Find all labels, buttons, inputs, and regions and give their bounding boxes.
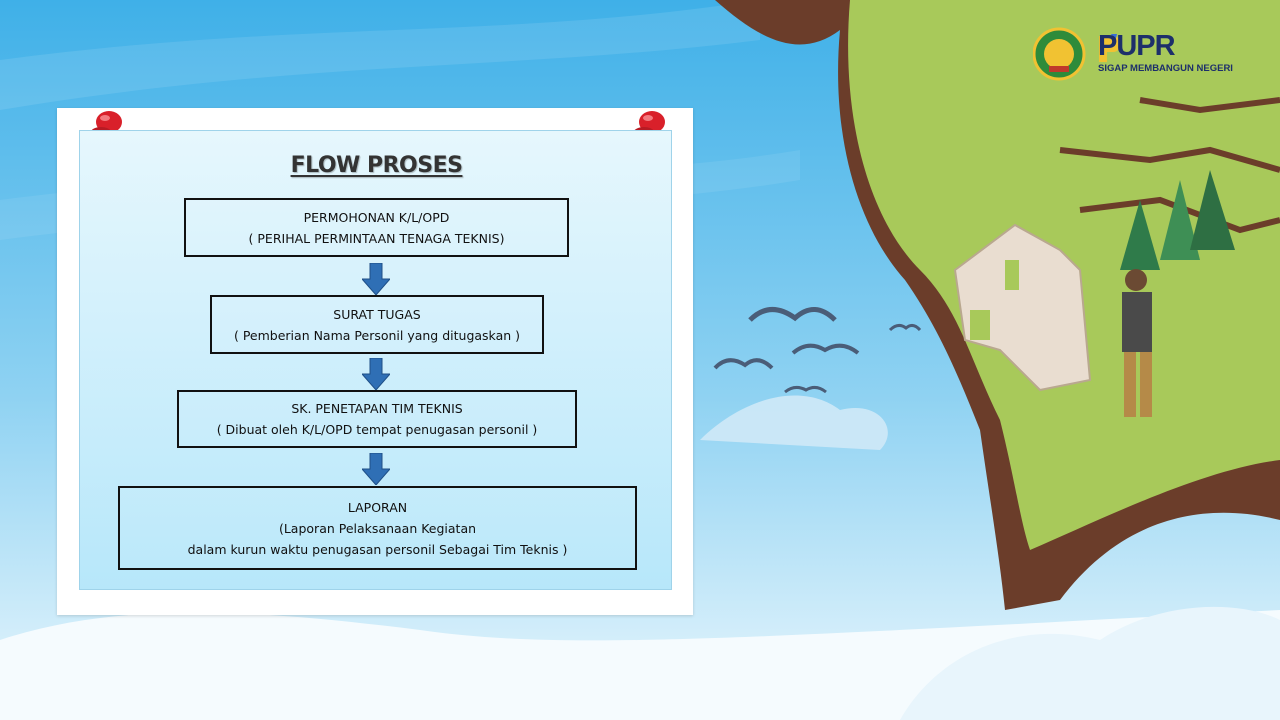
arrow-down-icon xyxy=(362,453,390,485)
cloud-bottom-right xyxy=(900,606,1280,720)
bird xyxy=(784,385,827,394)
ruined-house xyxy=(953,223,1092,392)
step-box-sk-penetapan: SK. PENETAPAN TIM TEKNIS ( Dibuat oleh K… xyxy=(177,390,577,448)
bird xyxy=(791,343,860,355)
flow-title: FLOW PROSES xyxy=(290,153,463,178)
step-detail: ( Dibuat oleh K/L/OPD tempat penugasan p… xyxy=(216,422,538,437)
step-detail: dalam kurun waktu penugasan personil Seb… xyxy=(187,541,568,557)
bird xyxy=(713,358,774,370)
cloud-mid xyxy=(700,395,888,450)
bird xyxy=(748,307,837,322)
flow-panel: FLOW PROSES PERMOHONAN K/L/OPD ( PERIHAL… xyxy=(79,130,672,590)
person-body xyxy=(1122,292,1152,352)
pupr-tagline: SIGAP MEMBANGUN NEGERI xyxy=(1098,63,1233,74)
pupr-logo-text: PUPR xyxy=(1098,30,1176,62)
step-heading: PERMOHONAN K/L/OPD xyxy=(303,209,450,225)
step-box-laporan: LAPORAN (Laporan Pelaksanaan Kegiatan da… xyxy=(118,486,637,570)
tree xyxy=(1120,200,1160,270)
step-heading: SURAT TUGAS xyxy=(333,306,421,322)
step-detail: ( Pemberian Nama Personil yang ditugaska… xyxy=(233,327,521,343)
step-heading: SK. PENETAPAN TIM TEKNIS xyxy=(291,401,463,416)
step-box-permohonan: PERMOHONAN K/L/OPD ( PERIHAL PERMINTAAN … xyxy=(184,198,569,257)
arrow-down-icon xyxy=(362,263,390,295)
pupr-mark-icon xyxy=(1099,36,1121,62)
logo-area xyxy=(1033,27,1121,81)
tree xyxy=(1190,170,1235,250)
step-heading: LAPORAN xyxy=(347,499,408,515)
flow-card: FLOW PROSES PERMOHONAN K/L/OPD ( PERIHAL… xyxy=(57,108,693,615)
bird xyxy=(888,323,922,332)
person-head xyxy=(1125,269,1147,291)
step-detail: (Laporan Pelaksanaan Kegiatan xyxy=(278,520,477,536)
arrow-down-icon xyxy=(362,358,390,390)
step-box-surat-tugas: SURAT TUGAS ( Pemberian Nama Personil ya… xyxy=(210,295,544,354)
tree xyxy=(1160,180,1200,260)
step-detail: ( PERIHAL PERMINTAAN TENAGA TEKNIS) xyxy=(248,230,505,246)
